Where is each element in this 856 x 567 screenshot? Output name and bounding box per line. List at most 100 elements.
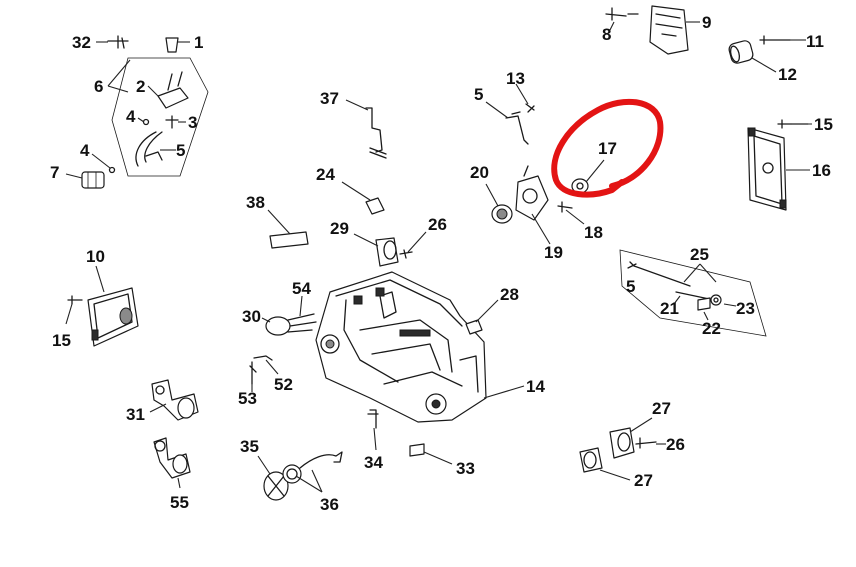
part-16-cover — [747, 127, 787, 211]
label-36: 36 — [320, 495, 339, 514]
label-33: 33 — [456, 459, 475, 478]
part-23-spring — [710, 294, 722, 306]
throttle-link-group — [485, 83, 535, 145]
part-4-dot — [142, 118, 150, 126]
part-number-labels: 1 2 3 4 4 5 5 5 6 7 8 9 10 11 12 13 14 1… — [50, 13, 833, 514]
part-11-screw — [759, 35, 791, 45]
label-12: 12 — [778, 65, 797, 84]
label-21: 21 — [660, 299, 679, 318]
label-4-b: 4 — [80, 141, 90, 160]
label-35: 35 — [240, 437, 259, 456]
label-11: 11 — [806, 32, 824, 51]
label-5-c: 5 — [626, 277, 635, 296]
part-19-pump — [515, 175, 549, 221]
label-55: 55 — [170, 493, 189, 512]
label-37: 37 — [320, 89, 339, 108]
label-29: 29 — [330, 219, 349, 238]
part-53-pin — [249, 361, 257, 385]
part-33-plate — [409, 443, 425, 457]
label-13: 13 — [506, 69, 525, 88]
label-27-a: 27 — [652, 399, 671, 418]
part-3-nipple — [165, 115, 179, 129]
part-18-screw — [557, 201, 573, 213]
part-34-screw — [367, 409, 379, 429]
label-31: 31 — [126, 405, 145, 424]
part-29-mount — [375, 237, 399, 267]
bottom-right-group — [579, 417, 666, 481]
label-30: 30 — [242, 307, 261, 326]
part-37-rod — [345, 99, 387, 159]
label-16: 16 — [812, 161, 831, 180]
label-4-a: 4 — [126, 107, 136, 126]
part-5-link — [505, 115, 529, 145]
mid-left-small-parts — [267, 181, 427, 267]
part-8-screw — [605, 7, 639, 21]
fuel-line-group — [65, 35, 209, 189]
label-7: 7 — [50, 163, 59, 182]
label-22: 22 — [702, 319, 721, 338]
label-20: 20 — [470, 163, 489, 182]
part-38-pad — [269, 231, 309, 249]
label-6: 6 — [94, 77, 103, 96]
part-26-screw-b — [635, 437, 657, 449]
part-15-screw-left — [67, 295, 83, 305]
left-cover-group — [65, 265, 139, 347]
label-23: 23 — [736, 299, 755, 318]
highlight-circle-part-17 — [551, 98, 664, 198]
label-19: 19 — [544, 243, 563, 262]
label-5-b: 5 — [474, 85, 483, 104]
handle-mounts — [149, 379, 199, 489]
part-12-sleeve — [728, 40, 754, 64]
part-28-plug — [465, 299, 499, 335]
part-2-fitting — [157, 87, 189, 109]
label-27-b: 27 — [634, 471, 653, 490]
label-38: 38 — [246, 193, 265, 212]
part-7-filter — [81, 171, 105, 189]
part-14-crankcase — [315, 271, 525, 423]
label-10: 10 — [86, 247, 105, 266]
label-24: 24 — [316, 165, 335, 184]
label-54: 54 — [292, 279, 311, 298]
label-15-right: 15 — [814, 115, 833, 134]
part-24-plug — [365, 197, 385, 215]
label-52: 52 — [274, 375, 293, 394]
label-18: 18 — [584, 223, 603, 242]
label-26-a: 26 — [428, 215, 447, 234]
group-outline-6 — [111, 57, 209, 177]
part-9-bracket — [649, 5, 689, 55]
part-22-nut — [697, 297, 711, 311]
label-26-b: 26 — [666, 435, 685, 454]
part-52-pin — [253, 355, 273, 361]
part-4-dot-b — [108, 166, 116, 174]
part-54-wires — [287, 313, 317, 333]
label-14: 14 — [526, 377, 545, 396]
label-8: 8 — [602, 25, 611, 44]
label-9: 9 — [702, 13, 711, 32]
label-25: 25 — [690, 245, 709, 264]
top-right-group — [605, 5, 812, 211]
part-13-clip — [525, 103, 535, 113]
label-5-a: 5 — [176, 141, 185, 160]
part-5-hose — [135, 131, 163, 167]
small-bottom-parts — [367, 409, 453, 465]
part-32-screw — [107, 35, 129, 49]
label-28: 28 — [500, 285, 519, 304]
label-53: 53 — [238, 389, 257, 408]
part-30-boot — [265, 316, 291, 336]
oil-cap-group — [257, 451, 343, 501]
part-5-hose-end — [145, 151, 163, 161]
part-26-screw — [399, 249, 413, 259]
label-3: 3 — [188, 113, 197, 132]
switch-group — [249, 295, 317, 392]
label-2: 2 — [136, 77, 145, 96]
label-34: 34 — [364, 453, 383, 472]
part-36-strap — [299, 451, 343, 469]
part-2-tubes — [167, 71, 183, 91]
label-1: 1 — [194, 33, 203, 52]
oil-pump-group — [485, 98, 664, 245]
part-1-cap — [165, 37, 179, 53]
label-32: 32 — [72, 33, 91, 52]
label-17: 17 — [598, 139, 617, 158]
